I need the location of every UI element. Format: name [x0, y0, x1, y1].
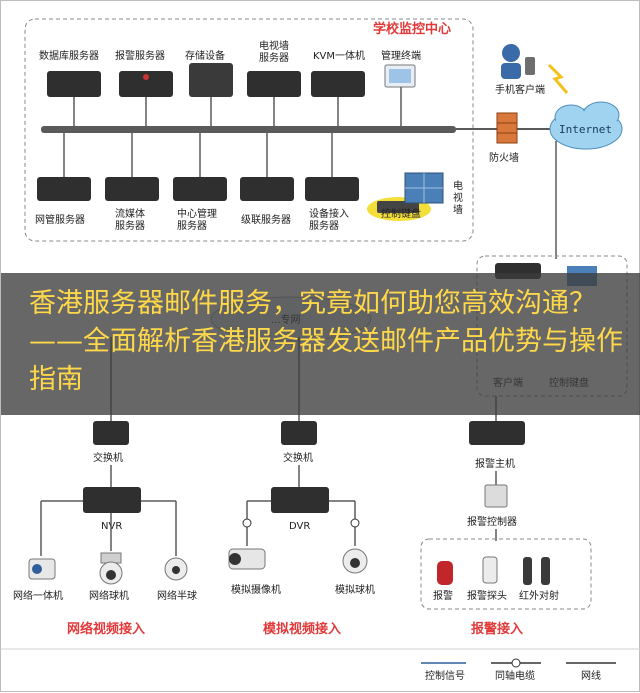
- alarm-device-label-1: 报警探头: [467, 589, 507, 602]
- alarm-host-label: 报警主机: [475, 457, 515, 470]
- central-mgmt-server-label: 中心管理服务器: [177, 207, 217, 232]
- internet-label: Internet: [559, 123, 612, 136]
- alarm-controller-label: 报警控制器: [467, 515, 517, 528]
- analog-dome-camera: 模拟球机: [335, 548, 375, 596]
- tv-wall-server-label: 电视墙服务器: [259, 39, 289, 64]
- alarm-server: 报警服务器: [115, 49, 173, 126]
- infrared-beam: 红外对射: [519, 557, 559, 602]
- alarm-probe: 报警探头: [467, 556, 507, 602]
- kvm-console-label: KVM一体机: [313, 49, 365, 62]
- database-server: 数据库服务器: [39, 49, 101, 126]
- streaming-server: 流媒体服务器: [105, 133, 159, 232]
- tv-wall-label: 电视墙: [453, 179, 463, 216]
- wireless-link-icon: [547, 63, 569, 94]
- network-device-label-1: 网络球机: [89, 589, 129, 602]
- main-bus: [41, 126, 456, 133]
- storage-device-label: 存储设备: [185, 49, 225, 62]
- dvr-label: DVR: [289, 521, 310, 532]
- dvr: DVR: [271, 487, 329, 532]
- alarm-server-label: 报警服务器: [115, 49, 165, 62]
- switch-left-label: 交换机: [93, 451, 123, 464]
- firewall: 防火墙: [489, 112, 519, 164]
- title-banner: [1, 273, 640, 415]
- switch-left: 交换机: [93, 421, 129, 464]
- network-half-dome: 网络半球: [157, 557, 197, 602]
- analog-device-label-0: 模拟摄像机: [231, 583, 281, 596]
- network-mgmt-server-label: 网管服务器: [35, 213, 85, 226]
- analog-device-label-1: 模拟球机: [335, 583, 375, 596]
- top-device-group: 数据库服务器 报警服务器 存储设备 电视墙服务器 KVM一体机 管理终端: [39, 39, 421, 126]
- streaming-server-label: 流媒体服务器: [115, 207, 145, 232]
- network-device-label-2: 网络半球: [157, 589, 197, 602]
- control-keyboard-label: 控制键盘: [381, 207, 421, 220]
- banner-title: 香港服务器邮件服务，究竟如何助您高效沟通？——全面解析香港服务器发送邮件产品优势…: [29, 288, 623, 395]
- section-analog-video: 模拟视频接入: [263, 621, 341, 637]
- device-access-server-label: 设备接入服务器: [309, 207, 349, 232]
- bottom-device-group: 网管服务器 流媒体服务器 中心管理服务器 级联服务器 设备接入服务器 控制键盘: [35, 133, 463, 232]
- monitor-center-box: [24, 18, 474, 242]
- kvm-console: KVM一体机: [311, 49, 365, 126]
- alarm-device-label-0: 报警: [433, 589, 453, 602]
- network-device-label-0: 网络一体机: [13, 589, 63, 602]
- legend-coax: 同轴电缆: [495, 669, 535, 682]
- analog-camera: 模拟摄像机: [228, 548, 281, 596]
- monitor-center-title: 学校监控中心: [373, 21, 451, 37]
- mobile-client: 手机客户端: [495, 44, 545, 96]
- section-alarm: 报警接入: [471, 621, 523, 637]
- alarm-device-label-2: 红外对射: [519, 589, 559, 602]
- alarm-controller: 报警控制器: [467, 484, 517, 528]
- database-server-label: 数据库服务器: [39, 49, 99, 62]
- network-dome-camera: 网络球机: [89, 552, 129, 602]
- legend-control: 控制信号: [425, 669, 465, 682]
- cascade-server: 级联服务器: [240, 133, 294, 226]
- alarm-siren: 报警: [433, 561, 453, 602]
- mobile-client-label: 手机客户端: [495, 83, 545, 96]
- alarm-devices-box: [420, 538, 592, 610]
- section-network-video: 网络视频接入: [67, 621, 145, 637]
- firewall-label: 防火墙: [489, 151, 519, 164]
- central-mgmt-server: 中心管理服务器: [173, 133, 227, 232]
- device-access-server: 设备接入服务器: [305, 133, 359, 232]
- management-terminal: 管理终端: [381, 49, 421, 126]
- legend-network: 网线: [581, 669, 601, 682]
- tv-wall: 电视墙: [404, 172, 463, 216]
- alarm-host: 报警主机: [469, 421, 525, 470]
- management-terminal-label: 管理终端: [381, 49, 421, 62]
- switch-center: 交换机: [281, 421, 317, 464]
- internet-cloud: Internet: [549, 101, 623, 150]
- network-mgmt-server: 网管服务器: [35, 133, 91, 226]
- network-camera-bullet: 网络一体机: [13, 558, 63, 602]
- storage-device: 存储设备: [185, 49, 233, 126]
- tv-wall-server: 电视墙服务器: [247, 39, 301, 126]
- cascade-server-label: 级联服务器: [241, 213, 291, 226]
- nvr: NVR: [83, 487, 141, 532]
- legend-coax-marker: [511, 658, 521, 668]
- switch-center-label: 交换机: [283, 451, 313, 464]
